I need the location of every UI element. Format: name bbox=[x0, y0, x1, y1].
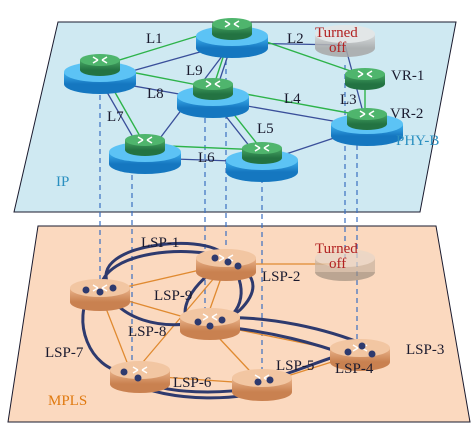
mpls-layer-label: MPLS bbox=[48, 393, 87, 409]
vr-1-router bbox=[345, 68, 385, 90]
ip-router-d bbox=[109, 134, 181, 174]
link-label-l1: L1 bbox=[146, 31, 163, 47]
ip-router-turned-off bbox=[315, 25, 375, 57]
link-label-l7: L7 bbox=[107, 109, 124, 125]
lsp-endpoints bbox=[82, 254, 376, 386]
lsp-label-8: LSP-8 bbox=[128, 324, 166, 340]
lsp-label-6: LSP-6 bbox=[173, 375, 212, 391]
ip-layer-label: IP bbox=[56, 174, 69, 190]
vr-2-router bbox=[347, 108, 387, 130]
vr-2-label: VR-2 bbox=[390, 106, 423, 122]
mpls-router-e bbox=[232, 369, 292, 401]
mpls-router-icons bbox=[92, 254, 368, 382]
link-label-l2: L2 bbox=[287, 31, 304, 47]
link-label-l3: L3 bbox=[340, 92, 357, 108]
ip-router-b bbox=[196, 18, 268, 58]
link-label-l6: L6 bbox=[198, 150, 215, 166]
ip-turned-off-label-2: off bbox=[329, 40, 346, 56]
ip-router-e bbox=[226, 142, 298, 182]
ip-router-a bbox=[64, 54, 136, 94]
mpls-router-b bbox=[196, 249, 256, 281]
lsp-label-1: LSP-1 bbox=[141, 235, 179, 251]
lsp-label-2: LSP-2 bbox=[262, 269, 300, 285]
router-icons bbox=[92, 20, 375, 152]
ip-router-c bbox=[177, 78, 249, 118]
mpls-turned-off-label-2: off bbox=[329, 256, 346, 272]
link-label-l4: L4 bbox=[284, 91, 301, 107]
ip-turned-off-label-1: Turned bbox=[315, 25, 358, 41]
link-label-l9: L9 bbox=[186, 63, 203, 79]
projection-lines bbox=[99, 60, 358, 380]
lsp-label-7: LSP-7 bbox=[45, 345, 84, 361]
lsp-label-9: LSP-9 bbox=[154, 288, 192, 304]
mpls-turned-off-label-1: Turned bbox=[315, 241, 358, 257]
phy-b-label: PHY-B bbox=[396, 133, 439, 149]
vr-1-label: VR-1 bbox=[391, 68, 424, 84]
lsp-label-5: LSP-5 bbox=[276, 358, 314, 374]
lsp-label-3: LSP-3 bbox=[406, 342, 444, 358]
link-label-l8: L8 bbox=[147, 86, 164, 102]
mpls-router-turned-off bbox=[315, 249, 375, 281]
lsp-label-4: LSP-4 bbox=[335, 361, 374, 377]
link-label-l5: L5 bbox=[257, 121, 274, 137]
